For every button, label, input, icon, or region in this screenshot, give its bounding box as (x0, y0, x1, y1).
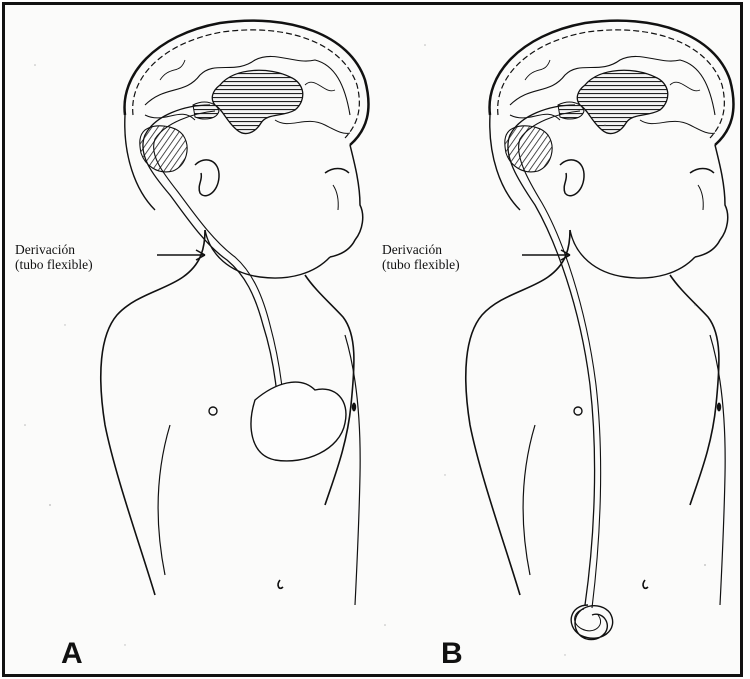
panel-b-label-line2: (tubo flexible) (382, 257, 460, 272)
scan-speckles (24, 44, 706, 656)
heart (251, 382, 346, 461)
panel-a-label-line1: Derivación (15, 242, 93, 257)
panel-a-label-line2: (tubo flexible) (15, 257, 93, 272)
panel-b-letter: B (441, 637, 463, 671)
panel-b-label-line1: Derivación (382, 242, 460, 257)
panel-a-label: Derivación (tubo flexible) (15, 242, 93, 272)
peritoneal-coil (571, 605, 613, 640)
panel-a-letter: A (61, 637, 83, 671)
panel-b-label: Derivación (tubo flexible) (382, 242, 460, 272)
panel-b-figure (466, 21, 734, 640)
panel-a-figure (101, 21, 369, 605)
illustration (5, 5, 743, 677)
